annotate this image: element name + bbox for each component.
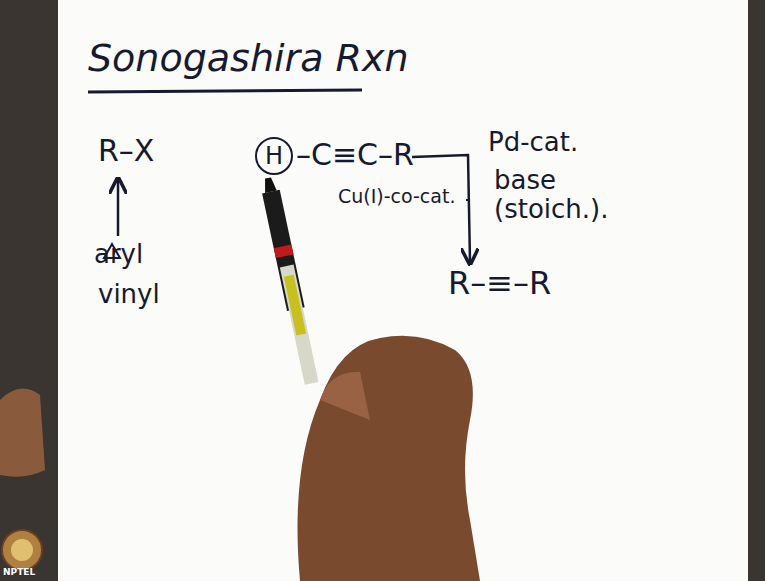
note: vinyl bbox=[98, 280, 160, 309]
co-catalyst: Cu(I)-co-cat. bbox=[338, 186, 455, 207]
nptel-logo-inner bbox=[11, 539, 33, 561]
product-formula: R–≡–R bbox=[448, 266, 551, 301]
finger bbox=[320, 372, 370, 420]
marker-pen bbox=[259, 176, 320, 385]
note: aryl bbox=[94, 240, 143, 269]
title: Sonogashira Rxn bbox=[88, 38, 409, 80]
hand bbox=[0, 389, 45, 477]
atom-label: H bbox=[265, 142, 283, 170]
reaction-arrow bbox=[412, 155, 470, 262]
nptel-logo bbox=[2, 530, 42, 570]
circled-atom: H bbox=[255, 137, 293, 175]
hand bbox=[298, 336, 481, 581]
logo-text: NPTEL bbox=[3, 568, 35, 578]
reagent: base (stoich.). bbox=[494, 166, 614, 223]
reagent: Pd-cat. bbox=[488, 128, 578, 157]
arrow-tick bbox=[466, 199, 470, 201]
pointer-arrow bbox=[117, 180, 120, 236]
paper-sheet bbox=[58, 0, 748, 581]
title-underline bbox=[88, 90, 362, 92]
formula: R–X bbox=[98, 134, 154, 167]
formula: –C≡C–R bbox=[296, 138, 414, 171]
